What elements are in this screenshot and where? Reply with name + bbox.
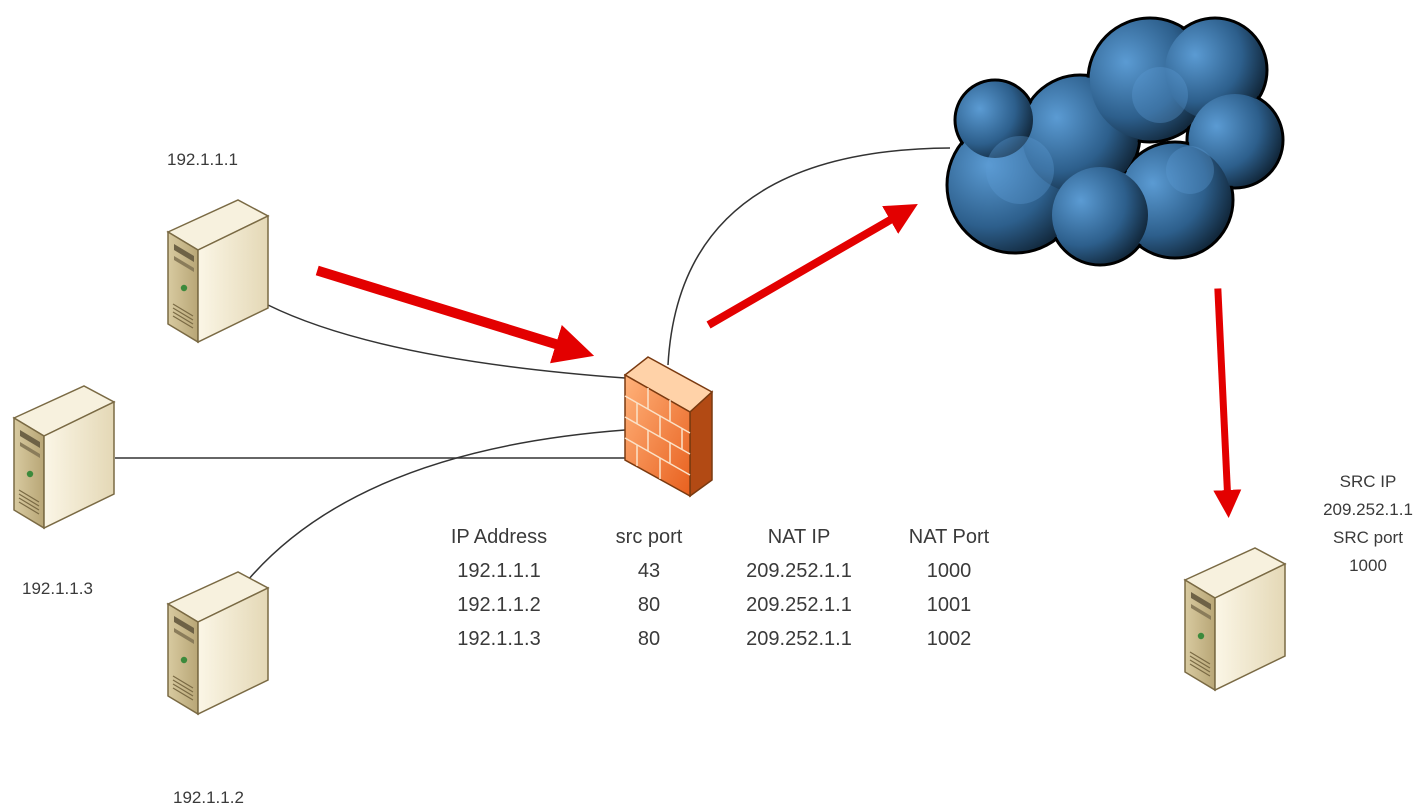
src-ip-label: SRC IP xyxy=(1339,472,1397,491)
nat-table-header-row: IP Address src port NAT IP NAT Port xyxy=(424,520,1024,554)
nat-translation-table: IP Address src port NAT IP NAT Port 192.… xyxy=(424,520,1024,656)
header-ip-address: IP Address xyxy=(450,525,548,548)
cell-nat-port: 1001 xyxy=(926,593,972,616)
cell-ip-address: 192.1.1.1 xyxy=(457,559,541,582)
header-src-port: src port xyxy=(615,525,683,548)
link-host1-firewall xyxy=(267,304,626,379)
cell-src-port: 80 xyxy=(637,593,661,616)
host3-ip-label: 192.1.1.3 xyxy=(22,579,93,598)
src-port-label: SRC port xyxy=(1333,528,1403,547)
server-icon-host3 xyxy=(13,385,115,529)
src-ip-value: 209.252.1.1 xyxy=(1323,500,1413,519)
arrow-cloud-to-destination xyxy=(1213,288,1242,518)
firewall-icon xyxy=(623,356,714,498)
link-firewall-cloud xyxy=(667,147,951,366)
server-icon-destination xyxy=(1184,547,1286,691)
cell-ip-address: 192.1.1.2 xyxy=(457,593,541,616)
header-nat-ip: NAT IP xyxy=(767,525,831,548)
table-row: 192.1.1.1 43 209.252.1.1 1000 xyxy=(424,554,1024,588)
cell-nat-port: 1000 xyxy=(926,559,972,582)
arrow-firewall-to-cloud xyxy=(706,203,918,329)
cell-ip-address: 192.1.1.3 xyxy=(457,627,541,650)
table-row: 192.1.1.2 80 209.252.1.1 1001 xyxy=(424,588,1024,622)
link-host2-firewall xyxy=(247,429,626,581)
table-row: 192.1.1.3 80 209.252.1.1 1002 xyxy=(424,622,1024,656)
host2-ip-label: 192.1.1.2 xyxy=(173,788,244,807)
destination-src-info: SRC IP 209.252.1.1 SRC port 1000 xyxy=(1306,468,1427,580)
arrow-host1-to-firewall xyxy=(315,265,595,364)
cell-nat-port: 1002 xyxy=(926,627,972,650)
server-icon-host1 xyxy=(167,199,269,343)
host1-ip-label: 192.1.1.1 xyxy=(167,150,238,169)
src-port-value: 1000 xyxy=(1349,556,1387,575)
cell-nat-ip: 209.252.1.1 xyxy=(746,559,852,582)
cell-nat-ip: 209.252.1.1 xyxy=(746,593,852,616)
cloud-icon xyxy=(945,16,1285,267)
cell-src-port: 43 xyxy=(637,559,661,582)
server-icon-host2 xyxy=(167,571,269,715)
header-nat-port: NAT Port xyxy=(908,525,990,548)
cell-src-port: 80 xyxy=(637,627,661,650)
cell-nat-ip: 209.252.1.1 xyxy=(746,627,852,650)
